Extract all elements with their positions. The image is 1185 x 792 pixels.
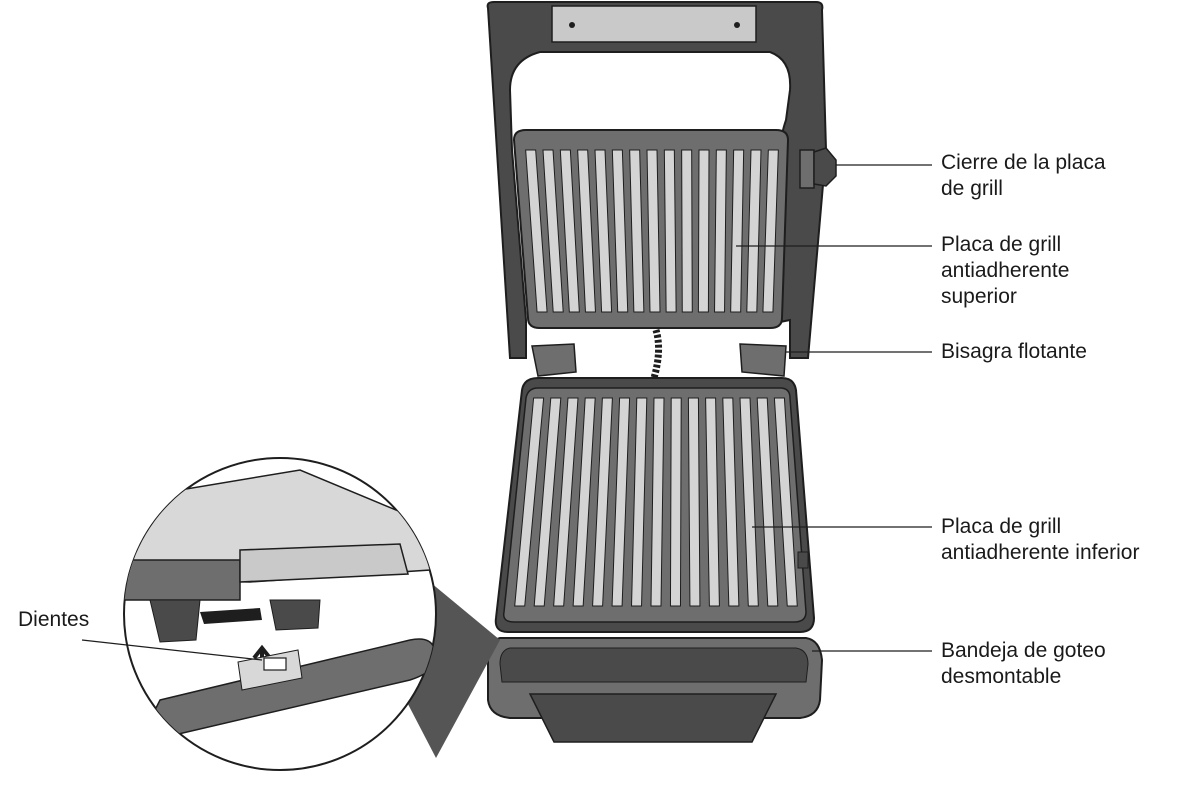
- power-cord: [654, 330, 659, 378]
- grill-rib: [670, 398, 681, 606]
- grill-rib: [715, 150, 727, 312]
- label-drip-tray: Bandeja de goteo desmontable: [941, 638, 1106, 690]
- label-line: Dientes: [18, 607, 89, 633]
- label-teeth: Dientes: [18, 607, 89, 633]
- label-floating-hinge: Bisagra flotante: [941, 339, 1087, 365]
- label-line: Placa de grill: [941, 232, 1069, 258]
- drip-tray-rim: [500, 648, 808, 682]
- screw-icon: [734, 22, 740, 28]
- label-line: Cierre de la placa: [941, 150, 1106, 176]
- zoom-foot: [270, 600, 320, 630]
- label-upper-plate: Placa de grill antiadherente superior: [941, 232, 1069, 310]
- label-line: Bandeja de goteo: [941, 638, 1106, 664]
- lower-base: [488, 378, 822, 742]
- label-line: Bisagra flotante: [941, 339, 1087, 365]
- floating-hinge-left: [532, 344, 576, 376]
- label-lower-plate: Placa de grill antiadherente inferior: [941, 514, 1139, 566]
- grill-rib: [698, 150, 709, 312]
- floating-hinge-right: [740, 344, 786, 376]
- latch-knob: [814, 148, 836, 186]
- handle-bar: [552, 6, 756, 42]
- label-line: de grill: [941, 176, 1106, 202]
- plate-latch: [800, 150, 814, 188]
- grill-rib: [664, 150, 676, 312]
- label-line: superior: [941, 284, 1069, 310]
- detail-zoom: [120, 458, 436, 770]
- grill-rib: [688, 398, 700, 606]
- label-line: antiadherente inferior: [941, 540, 1139, 566]
- screw-icon: [569, 22, 575, 28]
- upper-lid: [488, 2, 836, 378]
- side-tab: [798, 552, 808, 568]
- zoom-body-edge: [120, 560, 240, 600]
- label-grill-plate-latch: Cierre de la placa de grill: [941, 150, 1106, 202]
- label-line: desmontable: [941, 664, 1106, 690]
- label-line: antiadherente: [941, 258, 1069, 284]
- base-foot: [530, 694, 776, 742]
- zoom-tooth-slot: [264, 658, 286, 670]
- grill-rib: [682, 150, 693, 312]
- label-line: Placa de grill: [941, 514, 1139, 540]
